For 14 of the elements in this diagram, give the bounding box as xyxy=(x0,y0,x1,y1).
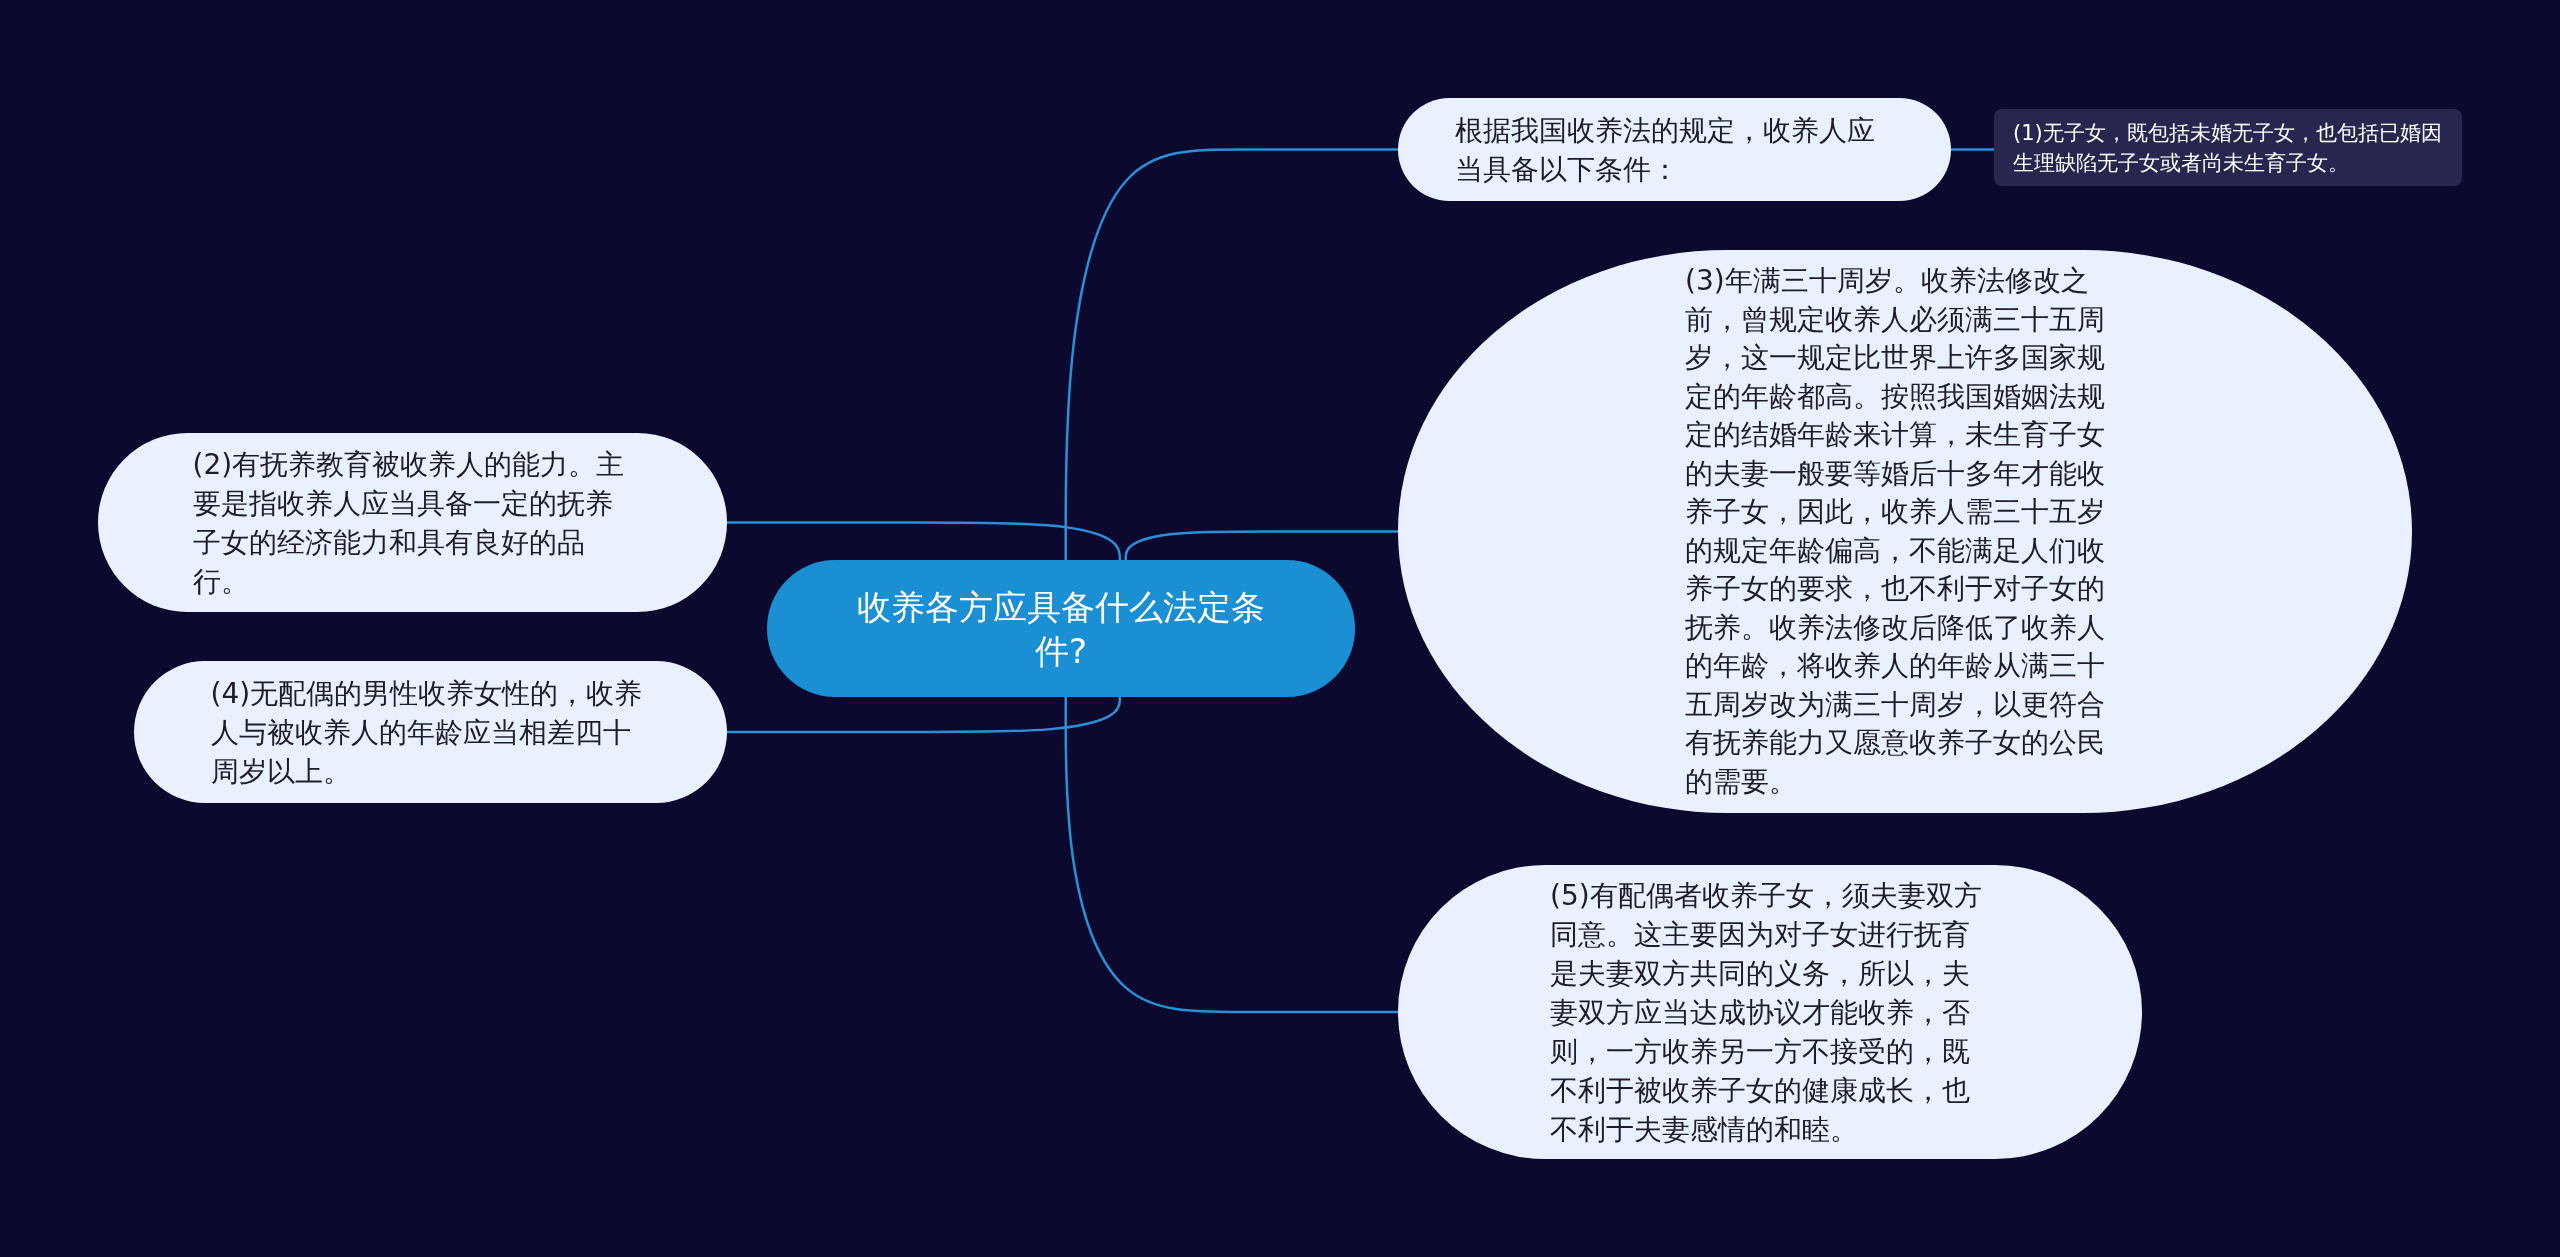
connector-line xyxy=(1124,530,1398,560)
note-box xyxy=(1994,109,2462,186)
connector-line xyxy=(727,521,1122,560)
topic-text: (4)无配偶的男性收养女性的，收养人与被收养人的年龄应当相差四十周岁以上。 xyxy=(210,675,644,790)
connector-line xyxy=(1064,148,1398,560)
topic-text: (2)有抚养教育被收养人的能力。主要是指收养人应当具备一定的抚养子女的经济能力和具有良好的品行。 xyxy=(192,446,626,600)
connector-line xyxy=(1064,697,1398,1014)
topic-text: (3)年满三十周岁。收养法修改之前，曾规定收养人必须满三十五周岁，这一规定比世界上许多国家规定的年龄都高。按照我国婚姻法规定的结婚年龄来计算，未生育子女的夫妻一般要等婚后十多年才能收养子女，因此，收养人需三十五岁的规定年龄偏高，不能满足人们收养子女的要求，也不利于对子女的抚养。收养法修改后降低了收养人的年龄，将收养人的年龄从满三十五周岁改为满三十周岁，以更符合有抚养能力又愿意收养子女的公民的需要。 xyxy=(1685,263,2106,800)
topic-text: (1)无子女，既包括未婚无子女，也包括已婚因生理缺陷无子女或者尚未生育子女。 xyxy=(2013,119,2443,177)
topic-text: (5)有配偶者收养子女，须夫妻双方同意。这主要因为对子女进行抚育是夫妻双方共同的义务，所以，夫妻双方应当达成协议才能收养，否则，一方收养另一方不接受的，既不利于被收养子女的健康成长，也不利于夫妻感情的和睦。 xyxy=(1550,877,1983,1148)
topic-text: 根据我国收养法的规定，收养人应当具备以下条件： xyxy=(1454,112,1876,188)
connector-line xyxy=(1951,148,1994,151)
topic-title: 收养各方应具备什么法定条件? xyxy=(856,585,1266,673)
connector-line xyxy=(727,697,1122,734)
